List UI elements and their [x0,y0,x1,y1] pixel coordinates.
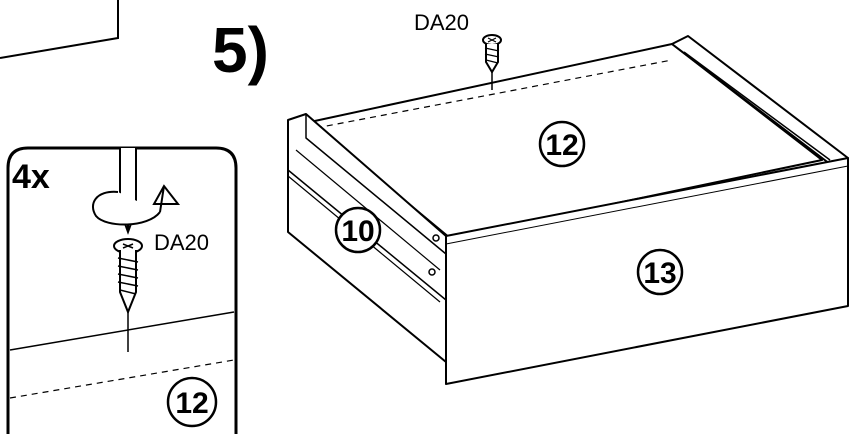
main-screw-icon [482,34,502,90]
panel-hidden-edge [9,359,235,399]
svg-text:10: 10 [341,215,374,248]
detail-inset: 4x DA20 12 [6,146,238,434]
step-number: 5) [212,14,269,86]
previous-step-panel-fragment [0,0,119,59]
rotation-arrow-icon [91,184,181,226]
part-label-bottom-panel: 12 [538,120,586,168]
main-screw-code: DA20 [414,10,469,35]
part-label-side-panel: 10 [334,206,382,254]
svg-text:12: 12 [175,387,208,420]
inset-part-label: 12 [166,376,218,428]
screw-icon [113,238,143,352]
bottom-panel-hidden-edge [315,59,673,129]
inset-screw-code: DA20 [154,230,209,255]
svg-text:12: 12 [545,129,578,162]
part-label-front-panel: 13 [636,248,684,296]
screw-quantity: 4x [12,158,50,196]
panel-edge-line [9,311,235,351]
svg-text:13: 13 [643,257,676,290]
drawer-assembly [287,35,849,385]
